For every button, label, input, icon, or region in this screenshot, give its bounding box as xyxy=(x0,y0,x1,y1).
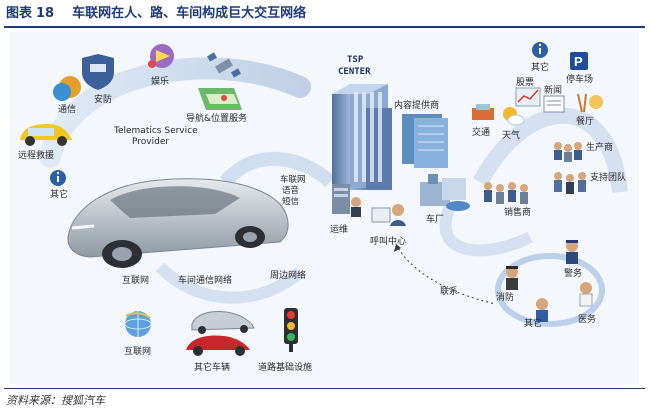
dealer-people-icon xyxy=(484,182,528,204)
industry-arc-arrow xyxy=(439,204,533,257)
industry-dealer: 销售商 xyxy=(504,206,531,218)
traffic-icon xyxy=(472,104,494,120)
factory-icon xyxy=(420,174,470,211)
contact-arrow xyxy=(395,243,497,305)
entertainment-icon xyxy=(148,44,174,68)
content-parking: 停车场 xyxy=(566,73,593,85)
producer-people-icon xyxy=(554,142,582,162)
title-rule xyxy=(4,26,645,28)
svg-text:P: P xyxy=(574,54,583,69)
bottom-other-vehicles: 其它车辆 xyxy=(194,361,230,373)
content-restaurant: 餐厅 xyxy=(576,115,594,127)
police-icon xyxy=(566,240,578,264)
server-rack-icon xyxy=(402,114,448,168)
operation-label: 运维 xyxy=(330,223,348,235)
figure-number: 18 xyxy=(36,6,55,21)
tsp-line1: TSP xyxy=(347,55,364,65)
operation-server-icon xyxy=(332,184,361,217)
emergency-medical: 医务 xyxy=(578,313,596,325)
shield-icon xyxy=(82,54,114,90)
provider-line1: Telematics Service xyxy=(113,126,198,136)
info-icon-2 xyxy=(532,42,548,58)
source-note: 资料来源：搜狐汽车 xyxy=(6,394,105,407)
network-internet: 互联网 xyxy=(122,275,149,286)
content-news: 新闻 xyxy=(544,84,562,96)
call-center-label: 呼叫中心 xyxy=(370,235,406,247)
firefighter-icon xyxy=(506,266,518,290)
service-security: 安防 xyxy=(94,93,112,105)
network-arc-arrow xyxy=(155,262,304,304)
contact-label: 联系 xyxy=(440,286,458,297)
service-communication: 通信 xyxy=(58,103,76,115)
industry-support: 支持团队 xyxy=(590,171,626,183)
other-person-icon xyxy=(536,298,548,322)
emergency-fire: 消防 xyxy=(496,291,514,303)
content-traffic: 交通 xyxy=(472,126,490,138)
support-team-icon xyxy=(554,172,586,194)
network-surrounding: 周边网络 xyxy=(270,269,306,281)
service-arc-arrow xyxy=(39,57,311,168)
emergency-other: 其它 xyxy=(524,317,542,329)
content-other: 其它 xyxy=(531,61,549,73)
tsp-line2: CENTER xyxy=(338,67,371,77)
rescue-car-icon xyxy=(20,124,72,146)
emergency-police: 警务 xyxy=(564,267,582,279)
source-rule xyxy=(4,388,645,389)
internet-globe-icon xyxy=(124,311,152,337)
industry-producer: 生产商 xyxy=(586,141,613,153)
service-navigation: 导航&位置服务 xyxy=(186,112,247,124)
figure-caption: 车联网在人、路、车间构成巨大交互网络 xyxy=(72,6,307,21)
network-diagram: 通信 安防 娱乐 导航&位置服务 Telematics Service Prov… xyxy=(10,32,639,384)
other-vehicles-icon xyxy=(186,311,255,356)
content-weather: 天气 xyxy=(502,129,520,141)
communication-icon xyxy=(53,76,81,101)
bottom-internet: 互联网 xyxy=(124,346,151,357)
content-stock: 股票 xyxy=(516,77,534,88)
connected-car xyxy=(67,178,289,268)
traffic-light-icon xyxy=(284,308,298,352)
satellite-icon xyxy=(207,52,241,78)
service-entertainment: 娱乐 xyxy=(151,75,169,87)
medic-icon xyxy=(579,282,593,307)
content-arc-arrow xyxy=(473,107,628,193)
contact-arrow-head xyxy=(394,244,401,252)
industry-factory: 车厂 xyxy=(426,213,444,225)
bottom-road-infra: 道路基础设施 xyxy=(258,361,312,373)
service-rescue: 远程救援 xyxy=(18,149,54,161)
parking-icon: P xyxy=(570,52,588,70)
network-v2v: 车间通信网络 xyxy=(178,274,232,286)
tsp-building xyxy=(332,84,392,190)
stock-chart-icon xyxy=(515,87,541,107)
emergency-ring xyxy=(495,253,605,327)
figure-label: 图表 xyxy=(6,6,33,21)
call-center-agent-icon xyxy=(371,204,406,226)
content-provider-label: 内容提供商 xyxy=(394,99,439,111)
provider-line2: Provider xyxy=(132,137,169,147)
info-icon xyxy=(50,170,66,186)
car-link-line3: 短信 xyxy=(282,196,300,207)
service-other: 其它 xyxy=(50,188,68,200)
car-link-line2: 语音 xyxy=(282,185,300,196)
restaurant-icon xyxy=(577,93,603,113)
tsp-arc-arrow xyxy=(219,151,335,188)
car-link-line1: 车联网 xyxy=(280,174,306,185)
news-icon xyxy=(543,95,565,113)
map-icon xyxy=(198,88,242,110)
weather-icon xyxy=(503,107,525,126)
